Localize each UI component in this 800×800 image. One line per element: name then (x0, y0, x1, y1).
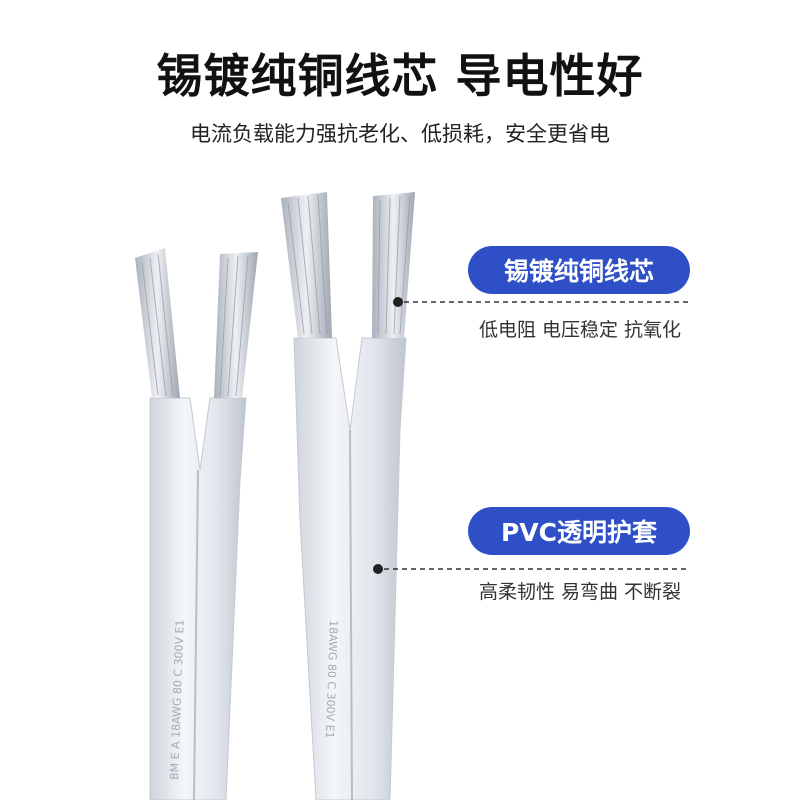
right-strand-a (281, 192, 332, 338)
left-cable-print: BM E A 18AWG 80 C 300V E1 (168, 619, 187, 780)
callout-desc-core: 低电阻 电压稳定 抗氧化 (478, 319, 682, 341)
left-cable: BM E A 18AWG 80 C 300V E1 (135, 248, 258, 800)
page-title: 锡镀纯铜线芯 导电性好 (156, 49, 644, 103)
page-subtitle: 电流负载能力强抗老化、低损耗，安全更省电 (190, 122, 610, 146)
left-cable-sheath (149, 397, 247, 800)
right-cable-print: 18AWG 80 C 300V E1 (323, 620, 340, 739)
callout-leader-2 (373, 564, 690, 574)
left-strand-b (214, 252, 258, 398)
callout-label-core: 锡镀纯铜线芯 (468, 246, 690, 294)
right-cable: 18AWG 80 C 300V E1 (281, 192, 415, 800)
callout-leader-1 (393, 297, 690, 307)
callout-label-sheath: PVC透明护套 (468, 507, 690, 555)
callout-desc-sheath: 高柔韧性 易弯曲 不断裂 (478, 581, 682, 603)
